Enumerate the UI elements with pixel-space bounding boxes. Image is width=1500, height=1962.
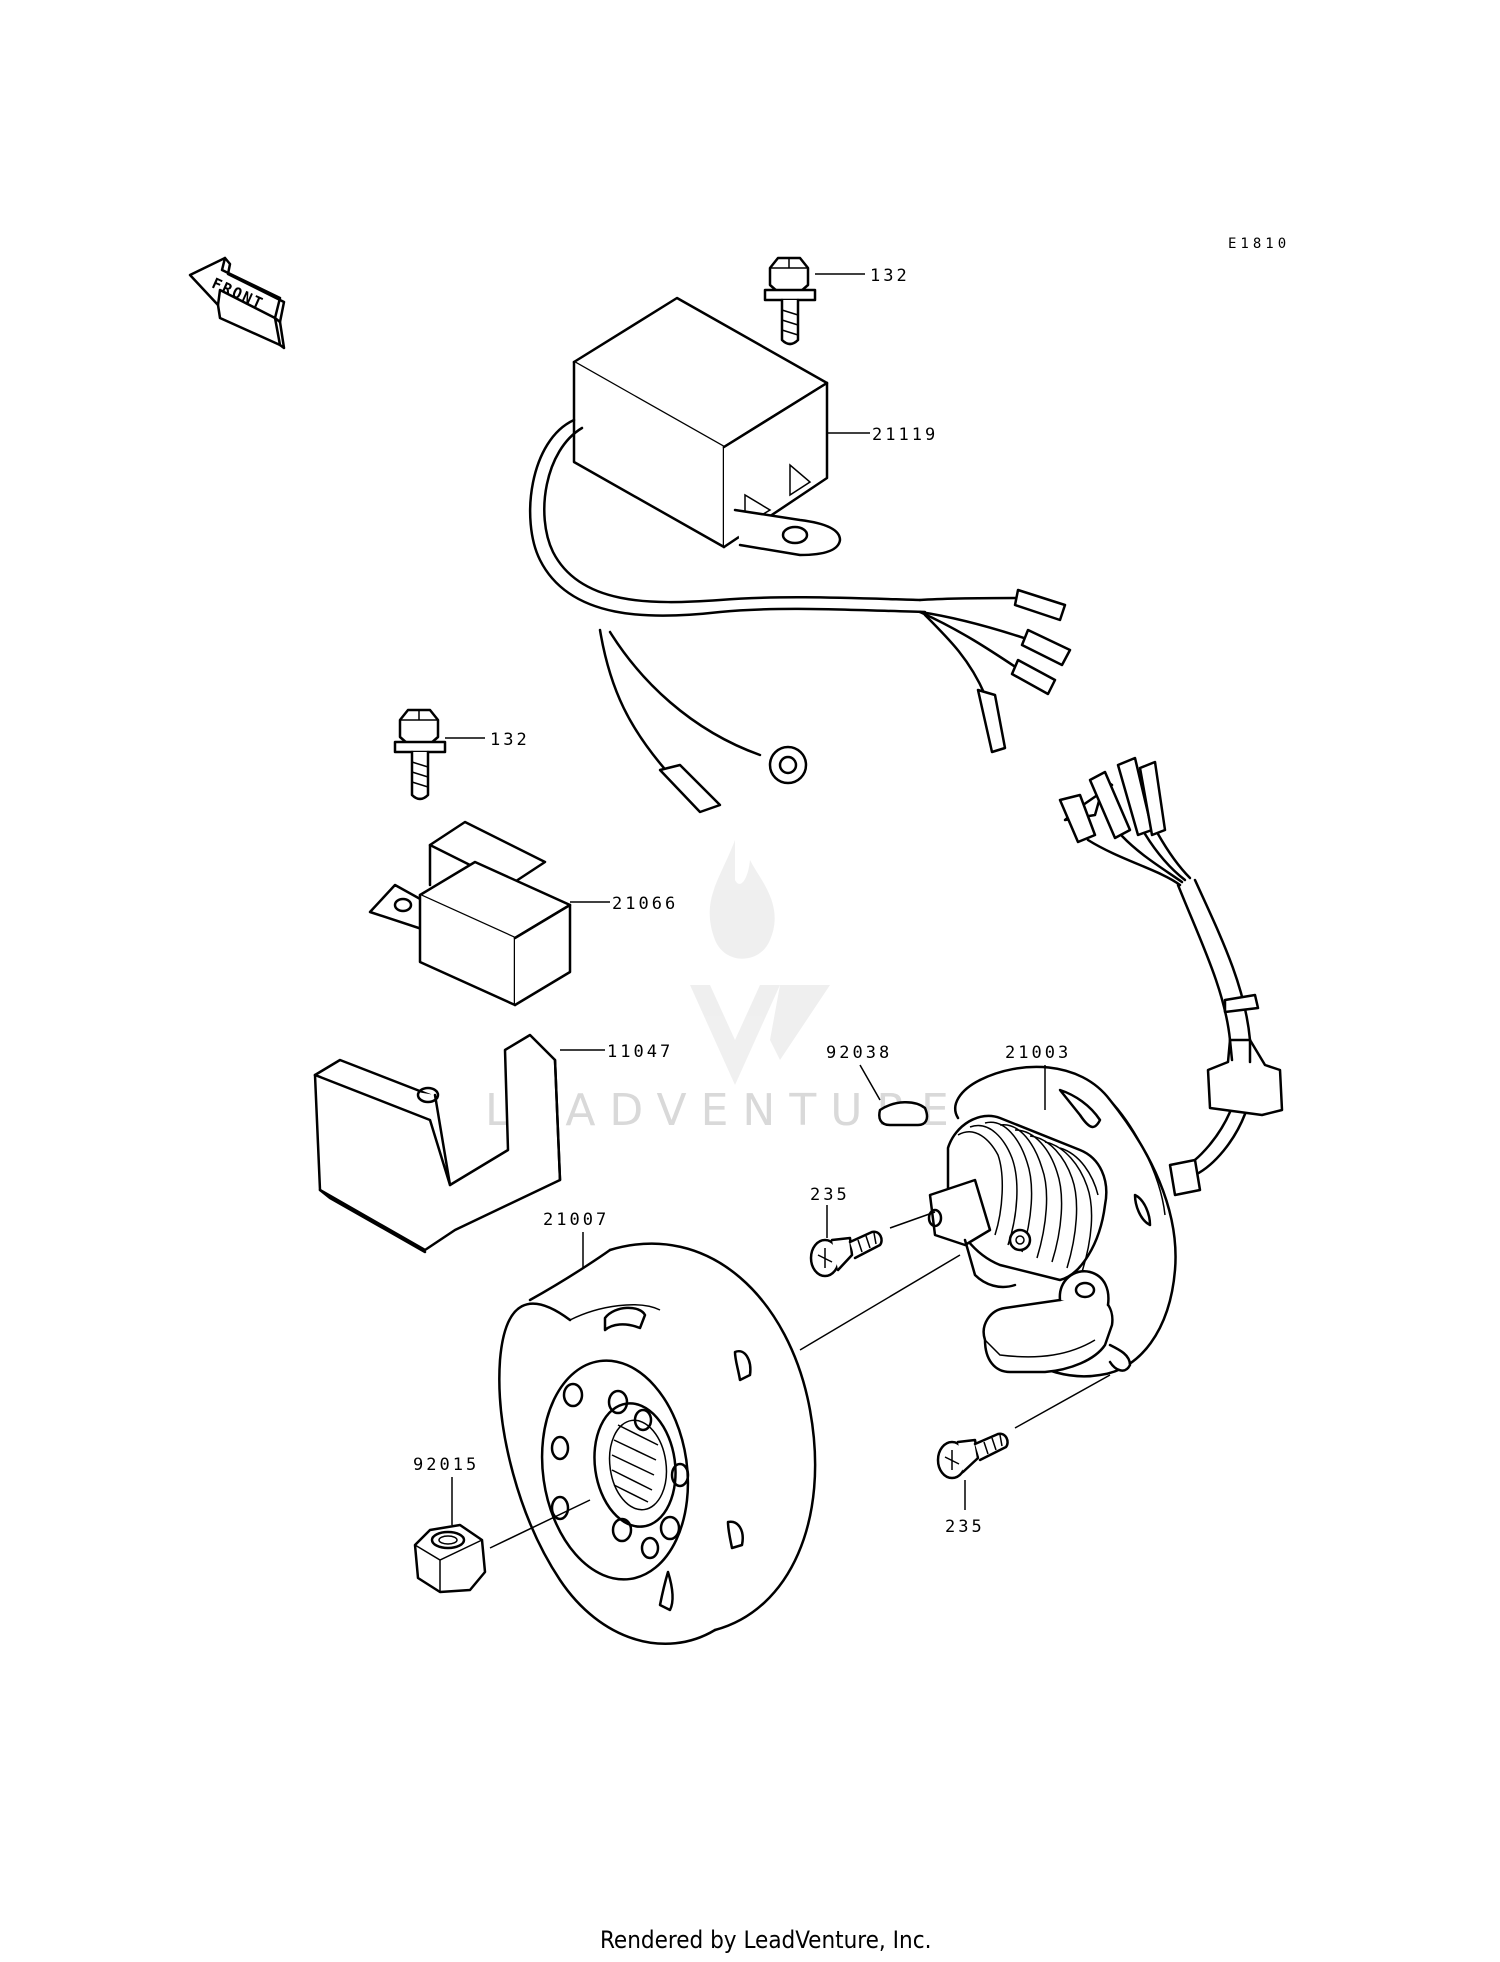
nut <box>413 1523 487 1594</box>
callout-key: 92038 <box>826 1043 892 1063</box>
callout-cdi-unit: 21119 <box>872 425 938 445</box>
stator <box>927 1065 1177 1378</box>
bracket <box>313 1033 562 1254</box>
bolt-mid <box>393 708 447 801</box>
watermark-text: LEADVENTURE <box>485 1085 963 1136</box>
bolt-top <box>763 256 817 346</box>
stator-harness <box>1058 756 1284 1197</box>
screw-upper <box>809 1230 883 1278</box>
callout-nut: 92015 <box>413 1455 479 1475</box>
callout-bolt-top: 132 <box>870 266 910 286</box>
callout-bolt-mid: 132 <box>490 730 530 750</box>
watermark-logo <box>690 840 830 1085</box>
diagram-code: E1810 <box>1228 236 1290 252</box>
callout-bracket: 11047 <box>607 1042 673 1062</box>
callout-stator: 21003 <box>1005 1043 1071 1063</box>
callout-screw-upper: 235 <box>810 1185 850 1205</box>
callout-screw-lower: 235 <box>945 1517 985 1537</box>
callout-rotor: 21007 <box>543 1210 609 1230</box>
screw-lower <box>936 1432 1009 1480</box>
footer-credit: Rendered by LeadVenture, Inc. <box>600 1926 931 1954</box>
callout-regulator: 21066 <box>612 894 678 914</box>
regulator <box>368 820 572 1007</box>
cdi-unit <box>528 296 1072 814</box>
front-arrow-icon: FRONT <box>188 256 286 350</box>
key <box>878 1101 929 1127</box>
rotor <box>498 1242 817 1645</box>
